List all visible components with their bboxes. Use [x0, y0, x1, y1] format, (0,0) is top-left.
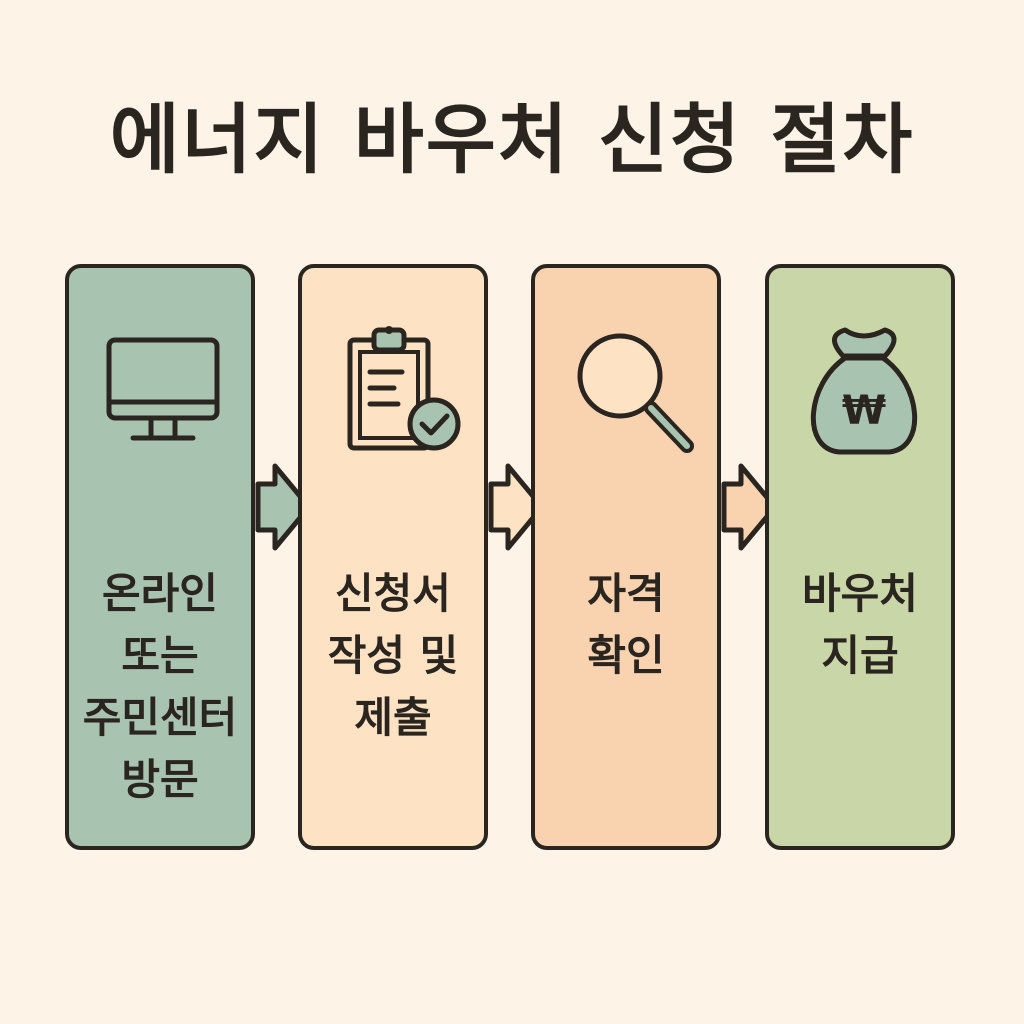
step-1-card: 온라인 또는 주민센터 방문 [65, 264, 255, 850]
step-3-card: 자격 확인 [531, 264, 721, 850]
magnifier-icon [577, 333, 694, 453]
step-4-card: ₩ 바우처 지급 [765, 264, 955, 850]
step-2-label: 신청서 작성 및 제출 [327, 569, 459, 742]
arrow-right-icon [488, 463, 545, 551]
step-4-label: 바우처 지급 [802, 569, 918, 680]
step-3-label: 자격 확인 [587, 569, 665, 680]
arrow-right-icon [255, 463, 312, 551]
step-2-card: 신청서 작성 및 제출 [298, 264, 488, 850]
step-1-label: 온라인 또는 주민센터 방문 [82, 569, 238, 804]
arrow-right-icon [721, 463, 778, 551]
svg-text:₩: ₩ [842, 388, 886, 434]
monitor-icon [106, 337, 220, 441]
clipboard-check-icon [347, 326, 461, 451]
page-title: 에너지 바우처 신청 절차 [109, 95, 915, 184]
won-money-bag-icon: ₩ [810, 327, 918, 455]
